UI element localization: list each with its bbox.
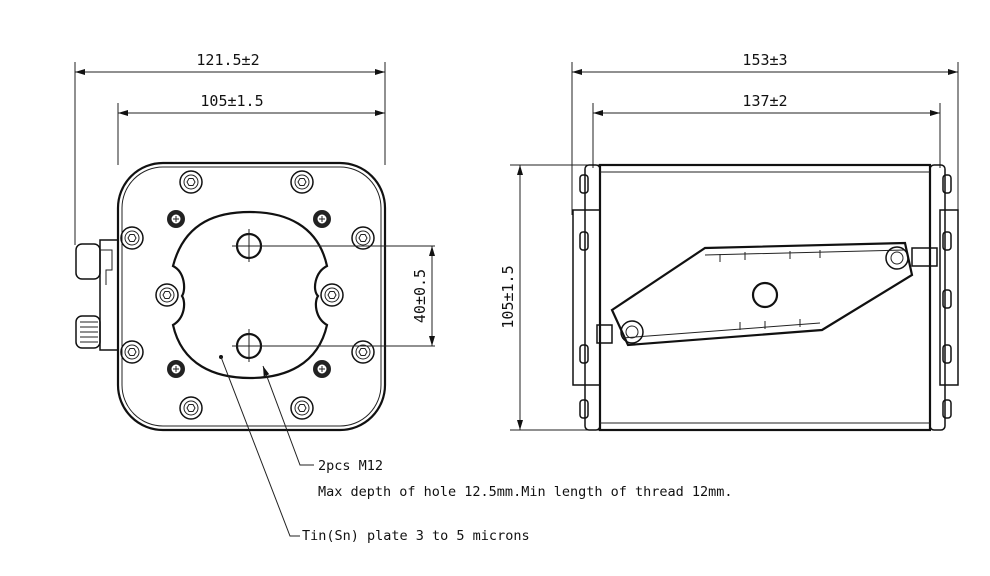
annotations: 2pcs M12 Max depth of hole 12.5mm.Min le… [220,356,733,544]
side-body [598,163,932,432]
dim-body-length: 137±2 [742,92,787,110]
side-view: 153±3 137±2 105±1.5 [499,51,959,432]
flexible-shunt [610,241,914,347]
contact-plate [171,210,329,380]
dim-overall-width: 121.5±2 [196,51,259,69]
dim-body-width: 105±1.5 [200,92,263,110]
housing-outline [116,161,387,432]
thread-detail: Max depth of hole 12.5mm.Min length of t… [318,484,733,500]
dim-hole-spacing: 40±0.5 [411,269,429,323]
side-bracket [75,239,118,351]
mounting-holes [120,170,375,420]
plating-note: Tin(Sn) plate 3 to 5 microns [302,528,530,544]
center-hole [751,281,779,309]
front-view: 121.5±2 105±1.5 [74,51,435,432]
dim-overall-length: 153±3 [742,51,787,69]
dim-height: 105±1.5 [499,265,517,328]
thread-label: 2pcs M12 [318,458,383,474]
